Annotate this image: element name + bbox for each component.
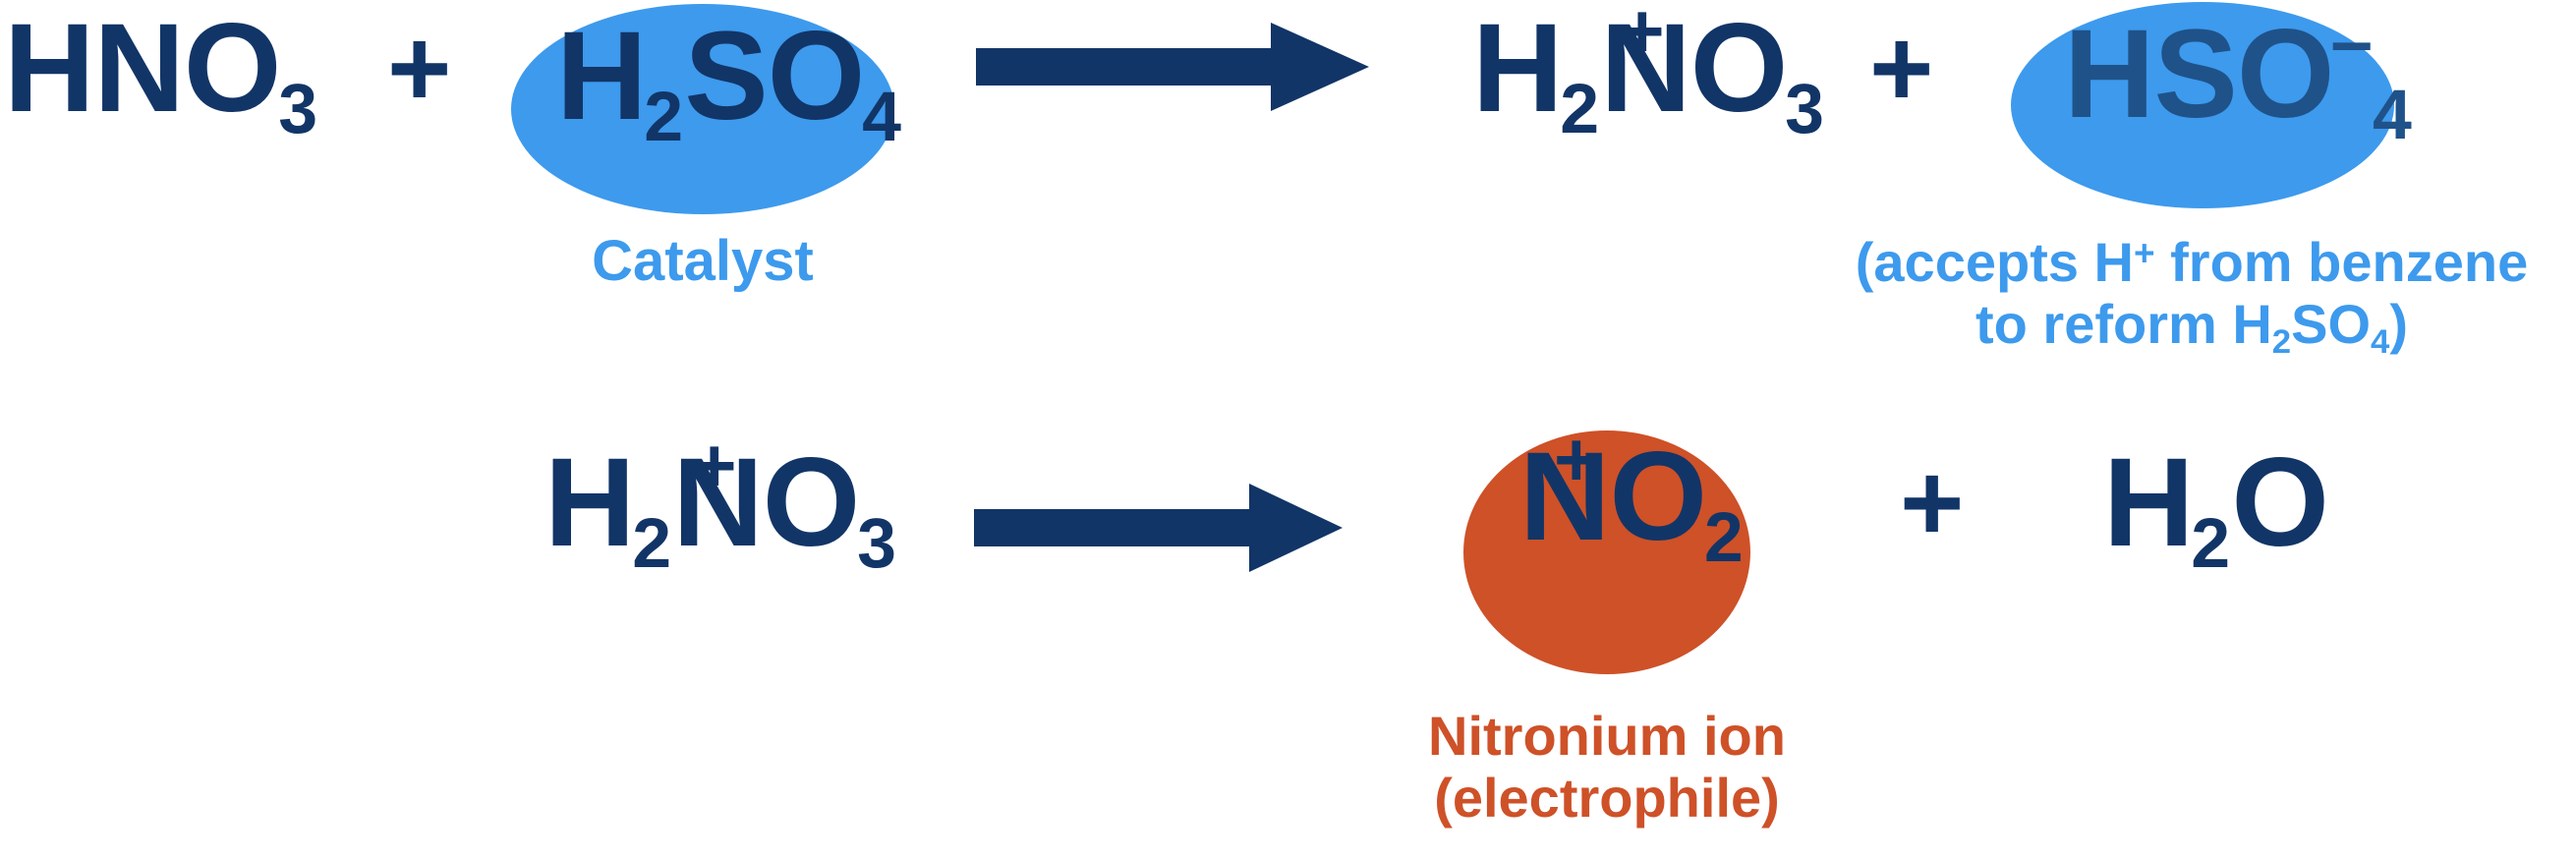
note-text-pre2: to reform H bbox=[1975, 292, 2272, 355]
charge-plus-h2no3-row2: + bbox=[692, 422, 737, 508]
formula-nitric-acid: HNO3 bbox=[4, 6, 318, 144]
bisulfate-note: (accepts H+ from benzene to reform H2SO4… bbox=[1799, 231, 2576, 361]
formula-base-h: H bbox=[544, 432, 635, 573]
formula-subscript-2: 2 bbox=[1703, 497, 1744, 577]
formula-base-no: NO bbox=[1600, 0, 1788, 139]
nitronium-ellipse bbox=[1463, 430, 1750, 674]
note-subscript-4: 4 bbox=[2371, 323, 2390, 362]
formula-water: H2O bbox=[2103, 440, 2329, 579]
catalyst-ellipse bbox=[511, 4, 894, 214]
formula-base: HSO bbox=[2064, 4, 2334, 144]
reaction-arrow-row2 bbox=[974, 484, 1343, 572]
formula-base-h: H bbox=[556, 6, 647, 146]
charge-plus-h2no3-row1: + bbox=[1620, 0, 1665, 74]
formula-subscript-4: 4 bbox=[862, 77, 901, 156]
formula-base-no: NO bbox=[672, 432, 860, 573]
formula-base: NO bbox=[1519, 427, 1707, 567]
note-text-post: from benzene bbox=[2154, 231, 2529, 293]
bisulfate-ellipse bbox=[2011, 2, 2394, 208]
formula-base-so: SO bbox=[684, 6, 865, 146]
note-text-post2: ) bbox=[2389, 292, 2408, 355]
nitronium-note: Nitronium ion (electrophile) bbox=[1312, 705, 1902, 829]
reaction-arrow-row1 bbox=[976, 23, 1369, 111]
formula-base-h: H bbox=[1472, 0, 1563, 139]
formula-sulfuric-acid: H2SO4 bbox=[556, 14, 902, 152]
formula-nitronium-ion: NO2 bbox=[1519, 434, 1745, 573]
formula-base-h: H bbox=[2103, 432, 2194, 573]
plus-sign-row2: + bbox=[1900, 441, 1965, 564]
bisulfate-note-line2: to reform H2SO4) bbox=[1799, 292, 2576, 361]
formula-bisulfate: HSO–4 bbox=[2064, 4, 2413, 149]
formula-subscript-2: 2 bbox=[644, 77, 683, 156]
formula-protonated-nitric-acid-row2: H2NO3 bbox=[544, 440, 897, 579]
charge-minus-bisulfate: – bbox=[2330, 0, 2373, 85]
formula-protonated-nitric-acid-row1: H2NO3 bbox=[1472, 6, 1825, 144]
catalyst-label: Catalyst bbox=[592, 229, 814, 293]
formula-subscript-2: 2 bbox=[1560, 69, 1599, 148]
note-superscript-plus: + bbox=[2134, 233, 2155, 274]
formula-base-o: O bbox=[2231, 432, 2329, 573]
note-text-pre: (accepts H bbox=[1855, 231, 2134, 293]
formula-subscript-3: 3 bbox=[857, 503, 896, 583]
formula-base: HNO bbox=[4, 0, 281, 139]
formula-subscript: 3 bbox=[278, 69, 317, 148]
formula-subscript-4: 4 bbox=[2372, 75, 2412, 154]
nitronium-note-line1: Nitronium ion bbox=[1428, 705, 1786, 767]
formula-subscript-3: 3 bbox=[1785, 69, 1824, 148]
note-subscript-2: 2 bbox=[2271, 323, 2292, 362]
formula-subscript-2: 2 bbox=[632, 503, 671, 583]
note-text-mid: SO bbox=[2291, 292, 2372, 355]
bisulfate-note-line1: (accepts H+ from benzene bbox=[1799, 231, 2576, 294]
charge-plus-nitronium: + bbox=[1554, 416, 1599, 502]
formula-subscript-2: 2 bbox=[2191, 503, 2230, 583]
plus-sign-row1-a: + bbox=[387, 7, 452, 130]
plus-sign-row1-b: + bbox=[1869, 7, 1934, 130]
nitronium-note-line2: (electrophile) bbox=[1434, 766, 1780, 829]
